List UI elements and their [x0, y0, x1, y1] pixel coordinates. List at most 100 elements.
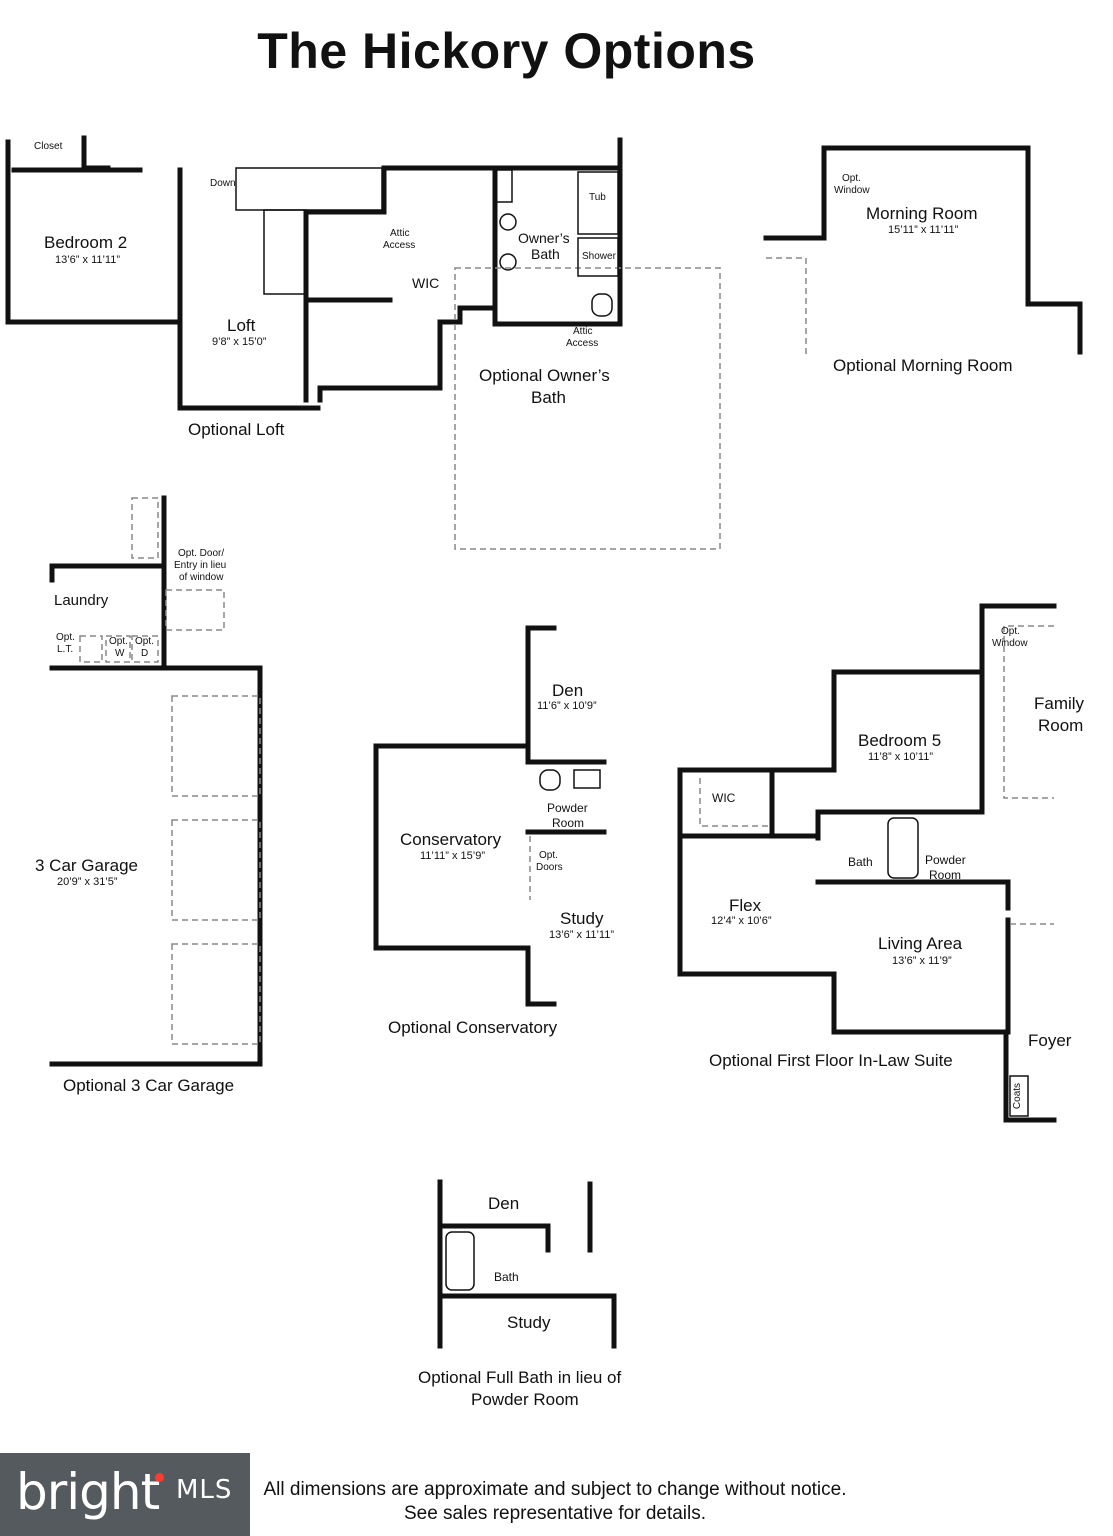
shower [577, 237, 619, 277]
bath-right-wall [492, 165, 623, 327]
watermark: bright MLS [0, 1453, 250, 1536]
opt-door-outline [165, 589, 225, 631]
full-bath-top-wall [437, 1223, 551, 1253]
sink-2 [499, 253, 517, 271]
full-bath-bottom-wall [437, 1293, 617, 1349]
full-bath-den-label: Den [488, 1194, 520, 1213]
owners-bath-label-2: Bath [531, 246, 560, 262]
flex-label: Flex [729, 896, 762, 915]
opt-lt-label: Opt. [56, 632, 75, 643]
powder-room-label: Powder [547, 801, 588, 815]
bedroom5-right-wall [815, 669, 985, 841]
coats-closet [1009, 1075, 1029, 1117]
bedroom5-dim: 11’8” x 10’11” [868, 751, 934, 763]
bedroom5-walls [677, 603, 1057, 1123]
garage-door-2 [171, 819, 261, 921]
disclaimer: All dimensions are approximate and subje… [250, 1478, 860, 1526]
down-label: Down [210, 178, 236, 189]
loft-label: Loft [227, 316, 256, 335]
attic-access-label: Attic [390, 228, 410, 239]
full-bath-bath-label: Bath [494, 1270, 519, 1284]
tub-label: Tub [589, 192, 606, 203]
powder-sink [573, 769, 601, 789]
living-area-label: Living Area [878, 934, 963, 953]
attic-access-2-label-2: Access [566, 338, 599, 349]
morning-room-outline [766, 257, 807, 354]
stair [235, 167, 383, 211]
linen-closet [495, 169, 513, 203]
full-bath-study-label: Study [507, 1313, 551, 1332]
inlaw-tub [887, 817, 919, 879]
opt-doors-label-2: Doors [536, 862, 563, 873]
garage-door-3 [171, 943, 261, 1045]
den-label: Den [552, 681, 584, 700]
opt-window-label-2: Window [834, 185, 870, 196]
inlaw-opt-window-label: Opt. [1001, 626, 1020, 637]
garage-door-1 [171, 695, 261, 797]
den-wall [525, 625, 557, 763]
opt-lt-outline [79, 635, 103, 663]
morning-room-label: Morning Room [866, 204, 978, 223]
shower-label: Shower [582, 251, 616, 262]
opt-d-outline [131, 635, 159, 663]
opt-door-label: Opt. Door/ [178, 548, 225, 559]
family-room-outline [1003, 625, 1054, 799]
watermark-suffix: MLS [176, 1475, 233, 1505]
loft-dim: 9’8” x 15’0” [212, 336, 267, 348]
attic-access-label-2: Access [383, 240, 416, 251]
watermark-dot-icon [155, 1473, 164, 1482]
morning-room-walls [763, 145, 1083, 355]
bedroom2-walls [5, 139, 183, 325]
laundry-walls [49, 495, 167, 569]
bedroom2-right-wall [177, 167, 321, 411]
bath-bottom-wall [815, 879, 1011, 911]
fixtures [235, 167, 1029, 1291]
flex-dim: 12’4” x 10’6” [711, 915, 772, 927]
opt-w-label: Opt. [109, 636, 128, 647]
owners-bath-label: Owner’s [518, 230, 570, 246]
attic-access-2-label: Attic [573, 326, 593, 337]
laundry-label: Laundry [54, 592, 109, 609]
dashed-outlines [79, 257, 1054, 1045]
garage-label: 3 Car Garage [35, 856, 138, 875]
opt-d-label: Opt. [135, 636, 154, 647]
full-bath-caption-2: Powder Room [471, 1390, 579, 1409]
living-area-dim: 13’6” x 11’9” [892, 955, 952, 967]
study-dim: 13’6” x 11’11” [549, 929, 615, 941]
owners-bath-caption: Optional Owner’s [479, 366, 610, 385]
conservatory-caption: Optional Conservatory [388, 1018, 558, 1037]
morning-room-dim: 15’11” x 11’11” [888, 224, 959, 236]
opt-window-label: Opt. [842, 173, 861, 184]
inlaw-opt-window-label-2: Window [992, 638, 1028, 649]
opt-d-label-2: D [141, 648, 149, 659]
opt-w-label-2: W [115, 648, 125, 659]
owners-suite-top-wall [381, 137, 623, 171]
conservatory-dim: 11’11” x 15’9” [420, 850, 486, 862]
powder-room-label-2: Room [552, 816, 585, 830]
wic-label: WIC [412, 275, 440, 291]
family-room-label-2: Room [1038, 716, 1084, 735]
full-bath-tub [445, 1231, 475, 1291]
optional-owners-bath-outline [454, 267, 721, 550]
inlaw-caption: Optional First Floor In-Law Suite [709, 1051, 953, 1070]
inlaw-wic-label: WIC [712, 791, 736, 805]
bedroom2-label: Bedroom 2 [44, 233, 128, 252]
garage-caption: Optional 3 Car Garage [63, 1076, 235, 1095]
inlaw-powder-label: Powder [925, 853, 966, 867]
foyer-label: Foyer [1028, 1031, 1072, 1050]
closet-label: Closet [34, 141, 63, 152]
disclaimer-line-2: See sales representative for details. [403, 1503, 707, 1524]
inlaw-powder-label-2: Room [929, 868, 962, 882]
loft-caption: Optional Loft [188, 420, 285, 439]
full-bath-caption: Optional Full Bath in lieu of [418, 1368, 622, 1387]
morning-room-caption: Optional Morning Room [833, 356, 1013, 375]
inlaw-bath-label: Bath [848, 855, 873, 869]
tub [577, 171, 619, 235]
opt-doors-label: Opt. [539, 850, 558, 861]
sink-1 [499, 213, 517, 231]
owners-bath-caption-2: Bath [531, 388, 566, 407]
conservatory-label: Conservatory [400, 830, 502, 849]
page-title: The Hickory Options [257, 23, 756, 79]
family-room-label: Family [1034, 694, 1085, 713]
